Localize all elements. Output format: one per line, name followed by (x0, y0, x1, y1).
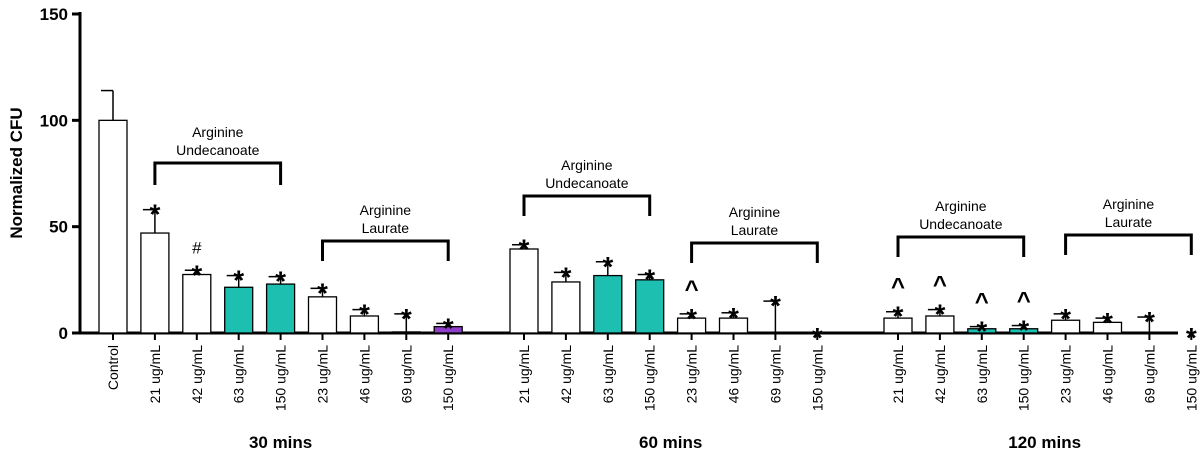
x-category-label: 69 ug/mL (1141, 345, 1157, 404)
bracket-label-line2: Laurate (1105, 214, 1153, 230)
bar (140, 232, 170, 334)
x-category-label: 21 ug/mL (890, 345, 906, 404)
y-tick-label: 100 (40, 111, 68, 130)
x-category-label: 46 ug/mL (726, 345, 742, 404)
significance-caret: ^ (975, 289, 989, 316)
x-category-label: 150 ug/mL (1016, 345, 1032, 411)
significance-star: * (519, 234, 530, 265)
x-category-label: 69 ug/mL (767, 345, 783, 404)
significance-star: * (443, 312, 454, 343)
significance-star: * (728, 302, 739, 333)
x-category-label: 63 ug/mL (231, 345, 247, 404)
significance-star: * (602, 251, 613, 282)
x-category-label: 46 ug/mL (356, 345, 372, 404)
bracket-label-line2: Laurate (362, 220, 410, 236)
x-category-label: 150 ug/mL (809, 345, 825, 411)
significance-caret: ^ (933, 272, 947, 299)
x-category-label: 42 ug/mL (558, 345, 574, 404)
significance-caret: ^ (891, 274, 905, 301)
significance-star: * (893, 301, 904, 332)
group-bracket (153, 161, 283, 185)
x-category-label: 150 ug/mL (440, 345, 456, 411)
group-bracket (690, 241, 819, 263)
significance-caret: ^ (685, 276, 699, 303)
bracket-label-line2: Undecanoate (176, 142, 260, 158)
bracket-label-line1: Arginine (1103, 196, 1155, 212)
bracket-label-line1: Arginine (360, 202, 412, 218)
x-category-label: 150 ug/mL (273, 345, 289, 411)
group-label: 120 mins (1008, 433, 1081, 452)
significance-star: * (1102, 307, 1113, 338)
x-category-label: 150 ug/mL (1183, 345, 1199, 411)
significance-star: * (149, 199, 160, 230)
significance-star: * (1186, 322, 1197, 353)
group-bracket (896, 235, 1026, 257)
significance-hash: # (192, 238, 202, 257)
bracket-label-line2: Undecanoate (919, 216, 1003, 232)
x-category-label: Control (105, 345, 121, 390)
x-category-label: 150 ug/mL (642, 345, 658, 411)
group-bracket (522, 194, 652, 216)
y-tick-label: 150 (40, 5, 68, 24)
bar (98, 119, 128, 334)
x-category-label: 23 ug/mL (1058, 345, 1074, 404)
group-label: 60 mins (639, 433, 702, 452)
significance-star: * (686, 303, 697, 334)
annotations-layer: **#******ArginineUndecanoateArginineLaur… (149, 124, 1196, 353)
significance-star: * (401, 303, 412, 334)
significance-star: * (1144, 306, 1155, 337)
x-category-label: 21 ug/mL (147, 345, 163, 404)
bars-layer (98, 89, 1151, 334)
significance-caret: ^ (1017, 288, 1031, 315)
significance-star: * (191, 259, 202, 290)
y-axis-title: Normalized CFU (7, 107, 26, 238)
bracket-label-line2: Laurate (731, 222, 779, 238)
significance-star: * (233, 265, 244, 296)
significance-star: * (317, 277, 328, 308)
y-tick-label: 0 (59, 324, 68, 343)
bracket-label-line1: Arginine (192, 124, 244, 140)
x-category-label: 42 ug/mL (189, 345, 205, 404)
bracket-label-line1: Arginine (729, 204, 781, 220)
x-category-label: 23 ug/mL (684, 345, 700, 404)
significance-star: * (770, 290, 781, 321)
bar (265, 283, 296, 334)
significance-star: * (1060, 303, 1071, 334)
bracket-label-line1: Arginine (935, 198, 987, 214)
y-tick-label: 50 (49, 218, 68, 237)
x-category-label: 42 ug/mL (932, 345, 948, 404)
significance-star: * (359, 299, 370, 330)
x-category-label: 21 ug/mL (516, 345, 532, 404)
bar (509, 248, 539, 334)
significance-star: * (934, 299, 945, 330)
labels-layer: Control 21 ug/mL 42 ug/mL 63 ug/mL 150 ug/mL… (105, 345, 1199, 452)
bar (182, 273, 212, 334)
bar (635, 279, 665, 334)
group-bracket (321, 239, 450, 261)
significance-star: * (976, 316, 987, 347)
x-category-label: 23 ug/mL (315, 345, 331, 404)
x-category-label: 63 ug/mL (600, 345, 616, 404)
bracket-label-line2: Undecanoate (545, 175, 629, 191)
x-category-label: 46 ug/mL (1100, 345, 1116, 404)
x-category-label: 69 ug/mL (398, 345, 414, 404)
significance-star: * (812, 322, 823, 353)
significance-star: * (644, 264, 655, 295)
bracket-label-line1: Arginine (561, 157, 613, 173)
group-label: 30 mins (249, 433, 312, 452)
significance-star: * (1018, 315, 1029, 346)
significance-star: * (275, 266, 286, 297)
significance-star: * (560, 261, 571, 292)
bar (593, 274, 623, 334)
group-bracket (1064, 233, 1193, 255)
x-category-label: 63 ug/mL (974, 345, 990, 404)
